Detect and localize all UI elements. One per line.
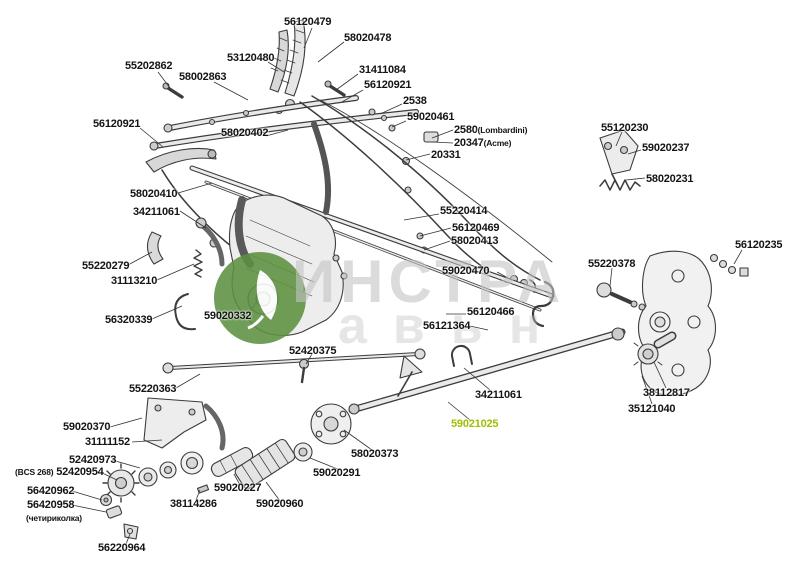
part-label-59020237: 59020237	[642, 142, 690, 154]
part-label-56120466: 56120466	[467, 306, 515, 318]
part-label-55202862: 55202862	[125, 60, 173, 72]
part-label-56120235: 56120235	[735, 239, 783, 251]
part-label-56320339: 56320339	[105, 314, 153, 326]
leader-lines	[71, 27, 743, 545]
part-label-59020960: 59020960	[256, 498, 304, 510]
part-label-55120230: 55120230	[601, 122, 649, 134]
part-label-59020227: 59020227	[214, 482, 262, 494]
part-label-31411084: 31411084	[359, 64, 406, 76]
part-label-58020410: 58020410	[130, 188, 178, 200]
part-label-56420962: 56420962	[27, 485, 75, 497]
part-label-55220378: 55220378	[588, 258, 636, 270]
part-label-59020291: 59020291	[313, 467, 361, 479]
part-label-56120921-b: 56120921	[93, 118, 141, 130]
part-label-55220414: 55220414	[440, 205, 488, 217]
part-label-34211061-a: 34211061	[133, 206, 180, 218]
part-label-52420954: (BCS 268) 52420954	[15, 466, 104, 478]
part-label-56420958: 56420958	[27, 499, 75, 511]
part-label-31113210: 31113210	[111, 275, 158, 287]
part-label-56220964: 56220964	[98, 542, 146, 554]
part-label-20331: 20331	[431, 149, 461, 161]
part-label-56120921-a: 56120921	[364, 79, 412, 91]
part-label-2538: 2538	[403, 95, 427, 107]
part-label-56121364: 56121364	[423, 320, 471, 332]
part-label-35121040: 35121040	[628, 403, 676, 415]
part-label-20347: 20347(Acme)	[454, 137, 512, 149]
part-label-2580: 2580(Lombardini)	[454, 124, 528, 136]
part-label-52420375: 52420375	[289, 345, 337, 357]
part-label-58020231: 58020231	[646, 173, 694, 185]
part-label-59020370: 59020370	[63, 421, 111, 433]
part-label-53120480: 53120480	[227, 52, 275, 64]
part-label-59020470: 59020470	[442, 265, 490, 277]
part-label-56120479: 56120479	[284, 16, 332, 28]
part-label-59020461: 59020461	[407, 111, 455, 123]
part-label-55220363: 55220363	[129, 383, 177, 395]
part-label-38112817: 38112817	[643, 387, 690, 399]
part-label-58020478: 58020478	[344, 32, 392, 44]
part-label-58020373: 58020373	[351, 448, 399, 460]
part-label-58002863: 58002863	[179, 71, 227, 83]
part-label-58020413: 58020413	[451, 235, 499, 247]
part-label-59020332: 59020332	[204, 310, 252, 322]
part-label-58020402: 58020402	[221, 127, 269, 139]
part-label-31111152: 31111152	[85, 436, 130, 448]
part-label-56120469: 56120469	[452, 222, 500, 234]
part-label-chetirikolka-note: (четириколка)	[26, 513, 82, 523]
part-label-38114286: 38114286	[170, 498, 217, 510]
part-label-34211061-b: 34211061	[475, 389, 522, 401]
part-label-59021025-highlighted: 59021025	[451, 418, 499, 430]
part-label-55220279: 55220279	[82, 260, 130, 272]
part-label-52420973: 52420973	[69, 454, 117, 466]
